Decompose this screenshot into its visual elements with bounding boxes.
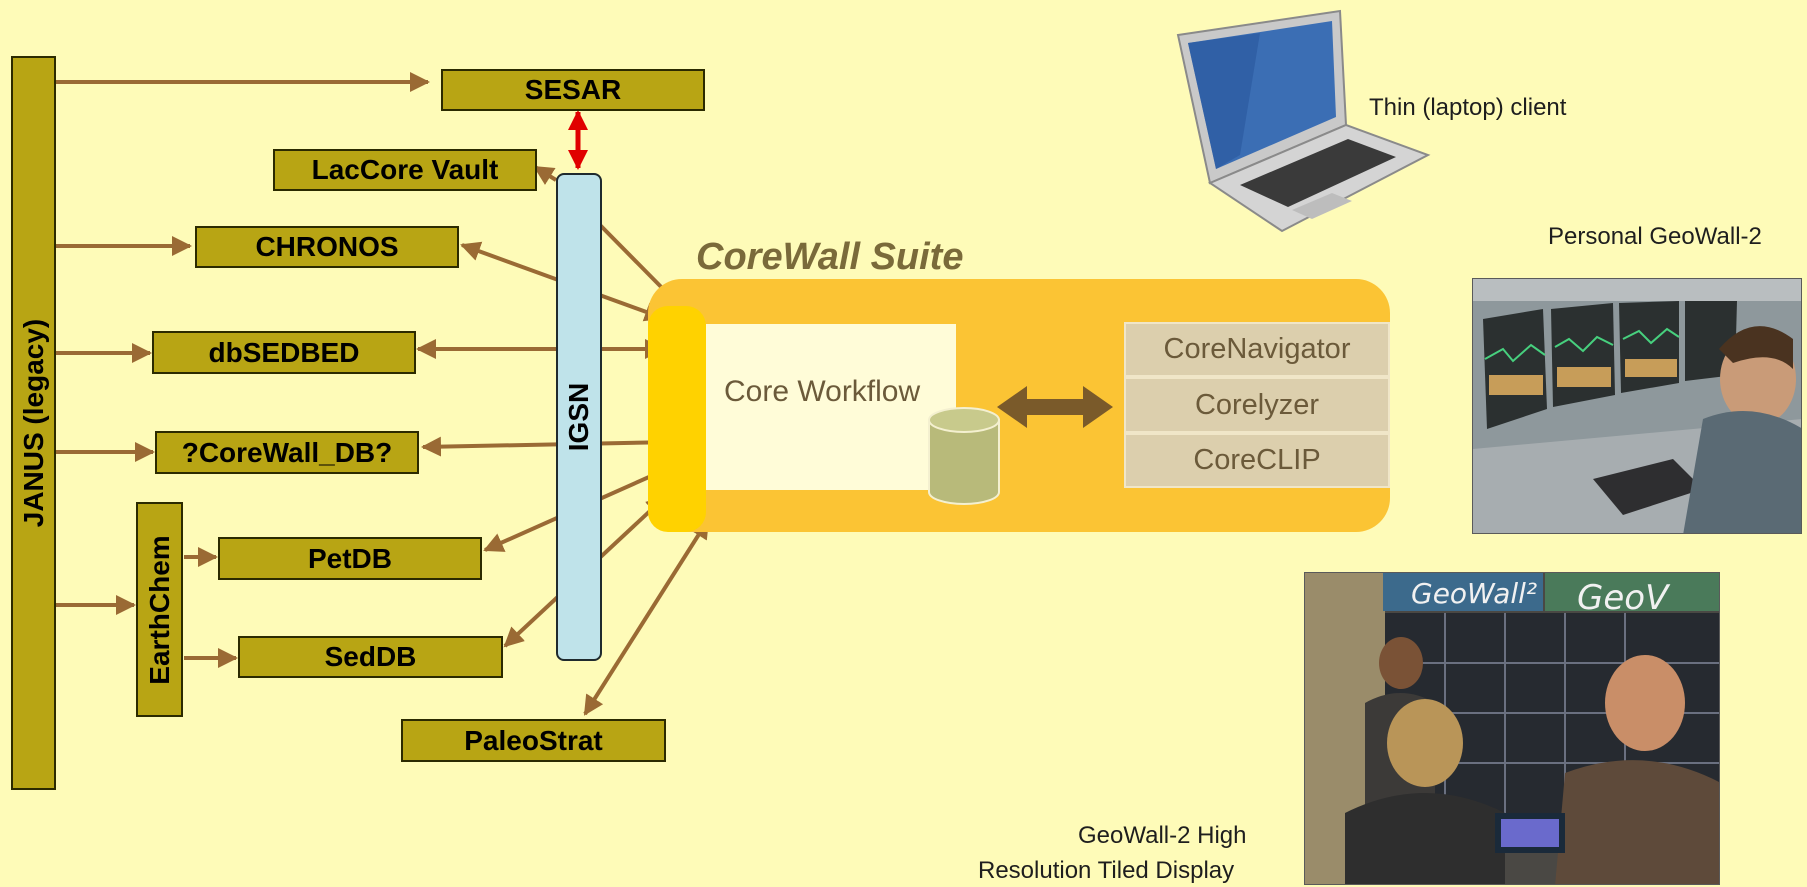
dbsedbed-box: dbSEDBED [152, 331, 416, 374]
geowall-banner-text-1: GeoWall² [1411, 577, 1537, 610]
caption-tiled-display-line2: Resolution Tiled Display [978, 857, 1235, 884]
chronos-box: CHRONOS [195, 226, 459, 268]
double-arrow-icon [997, 386, 1113, 428]
igsn-label: IGSN [563, 382, 594, 452]
laccore-vault-box: LacCore Vault [273, 149, 537, 191]
core-workflow-panel [706, 324, 956, 490]
geowall-tiled-display-photo: GeoWall² GeoV [1304, 572, 1720, 885]
core-workflow-label: Core Workflow [724, 375, 921, 408]
arrow-paleostrat-suite [583, 518, 710, 716]
corewall-db-box: ?CoreWall_DB? [155, 431, 419, 474]
igsn-box: IGSN [556, 173, 602, 661]
personal-geowall-photo [1472, 278, 1802, 534]
caption-thin-client: Thin (laptop) client [1369, 94, 1567, 121]
geowall-banner-text-2: GeoV [1577, 578, 1671, 618]
tool-coreclip: CoreCLIP [1124, 433, 1390, 488]
corewall-suite-input-strip [648, 306, 706, 532]
arrow-corewalldb-suite [421, 432, 678, 457]
sesar-box: SESAR [441, 69, 705, 111]
caption-personal-geowall: Personal GeoWall-2 [1548, 223, 1762, 250]
petdb-box: PetDB [218, 537, 482, 580]
earthchem-box: EarthChem [136, 502, 183, 717]
tool-corelyzer: Corelyzer [1124, 377, 1390, 433]
caption-tiled-display-line1: GeoWall-2 High [1078, 822, 1247, 849]
laptop-icon [1176, 9, 1431, 233]
seddb-box: SedDB [238, 636, 503, 678]
database-cylinder-icon [928, 407, 1000, 505]
earthchem-label: EarthChem [143, 534, 175, 685]
janus-legacy-label: JANUS (legacy) [17, 318, 49, 528]
paleostrat-box: PaleoStrat [401, 719, 666, 762]
arrow-igsn-laccore [533, 165, 558, 185]
corewall-suite-title: CoreWall Suite [696, 236, 964, 278]
janus-legacy-box: JANUS (legacy) [11, 56, 56, 790]
tool-corenavigator: CoreNavigator [1124, 322, 1390, 377]
